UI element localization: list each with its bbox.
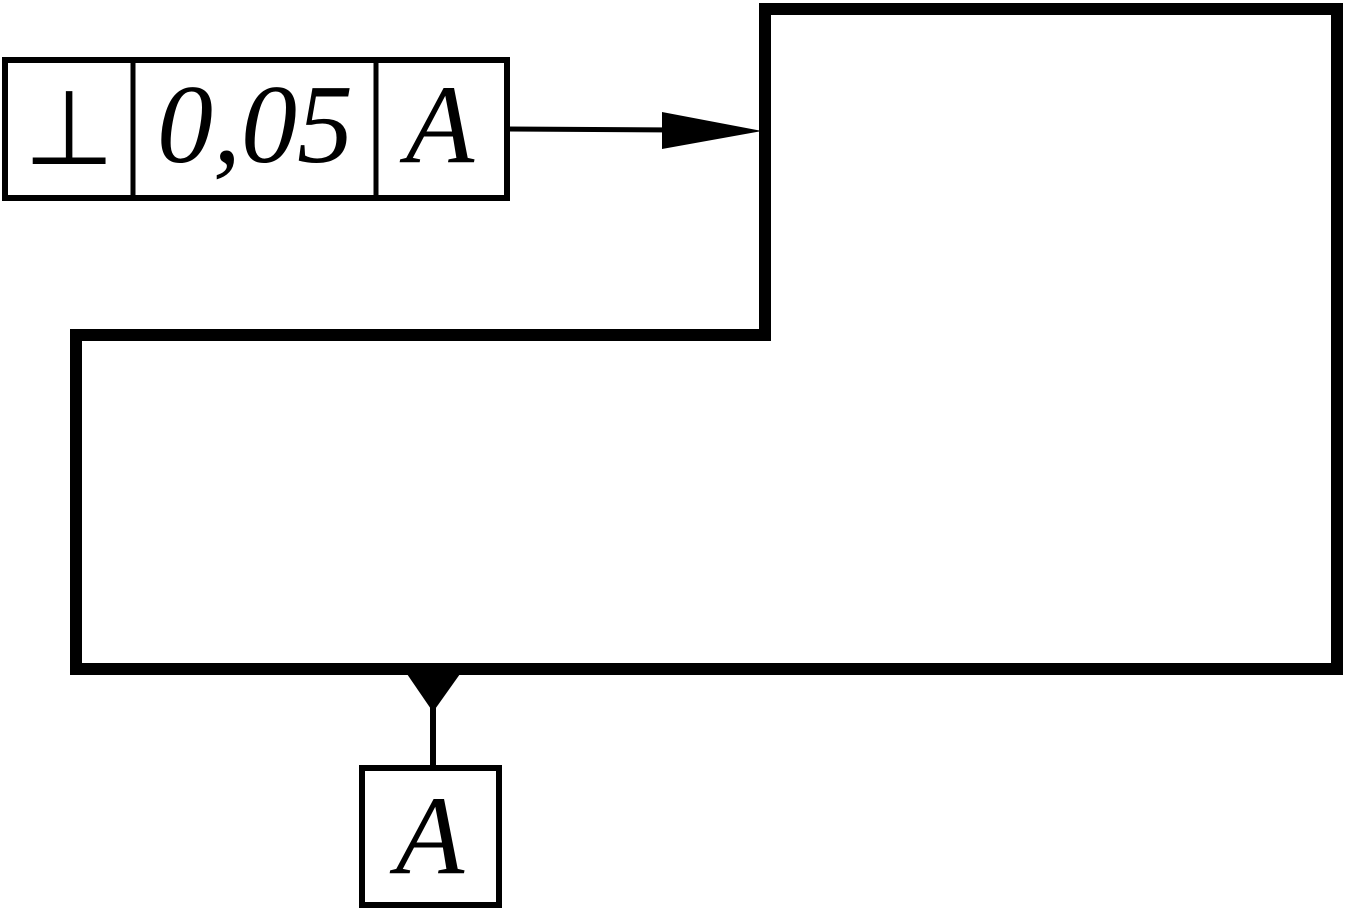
leader-line xyxy=(506,126,681,133)
part-outline xyxy=(70,3,1343,675)
datum-triangle xyxy=(407,674,460,712)
datum-label: A xyxy=(389,774,465,898)
datum-reference: A xyxy=(399,63,475,187)
perpendicularity-symbol: ⊥ xyxy=(24,67,115,189)
feature-control-frame: ⊥ 0,05 A xyxy=(2,57,510,201)
leader-arrow xyxy=(506,112,762,149)
datum-box xyxy=(359,765,502,908)
tolerance-value: 0,05 xyxy=(157,63,353,187)
arrowhead xyxy=(662,112,762,149)
datum-feature-symbol: A xyxy=(359,674,502,908)
